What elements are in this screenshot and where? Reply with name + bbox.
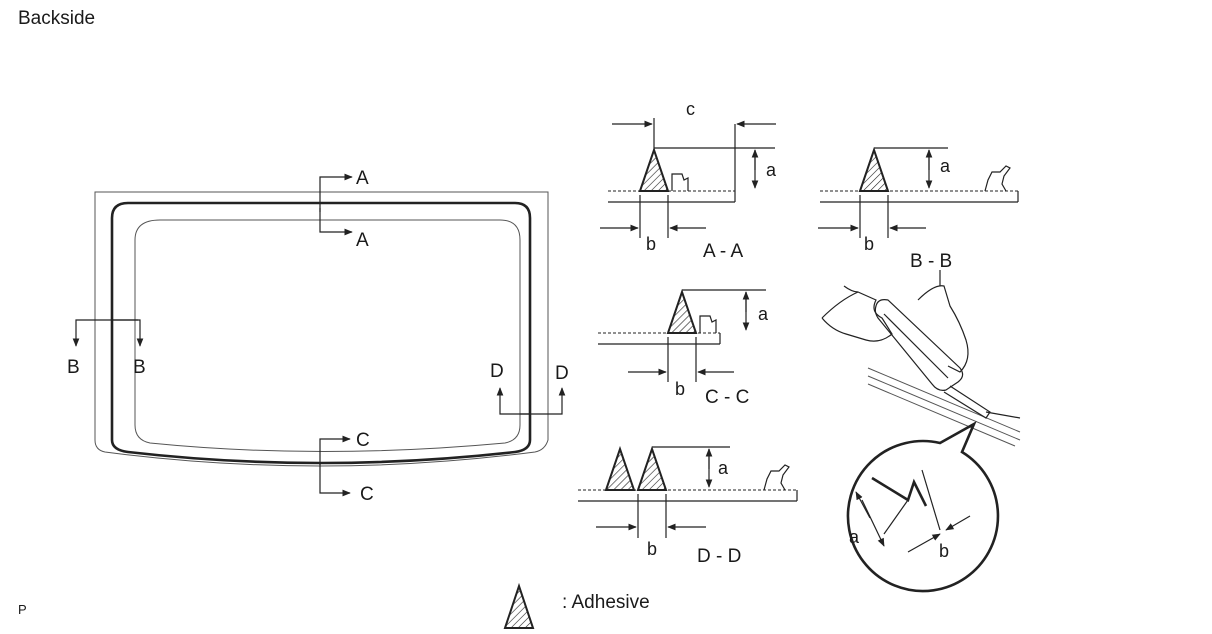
- detail-dim-b: b: [939, 541, 949, 561]
- marker-b-right: B: [133, 357, 146, 378]
- legend: [503, 582, 535, 629]
- legend-label: : Adhesive: [562, 592, 650, 613]
- adhesive-gun-illustration: [821, 270, 1021, 447]
- section-marker-a: A A: [319, 168, 369, 251]
- title-aa: A - A: [703, 241, 743, 262]
- dim-b-bb: b: [864, 234, 874, 254]
- dim-a-aa: a: [766, 160, 777, 180]
- adhesive-bead-icon: [503, 582, 535, 629]
- title-dd: D - D: [697, 546, 741, 567]
- dim-b-aa: b: [646, 234, 656, 254]
- page-title: Backside: [18, 8, 96, 29]
- adhesive-bead-bb: [858, 146, 890, 192]
- title-bb: B - B: [910, 251, 952, 272]
- adhesive-bead-dd-2: [636, 445, 668, 491]
- nozzle-detail-callout: a b: [846, 421, 1000, 593]
- marker-c-bottom: C: [360, 484, 374, 505]
- dim-c-aa: c: [686, 99, 695, 119]
- back-glass-outline: [94, 191, 549, 467]
- dim-a-cc: a: [758, 304, 769, 324]
- marker-c-top: C: [356, 430, 370, 451]
- section-cc: a b C - C: [598, 288, 769, 408]
- section-marker-d: D D: [490, 361, 569, 415]
- marker-d-right: D: [555, 363, 569, 384]
- dim-a-dd: a: [718, 458, 729, 478]
- corner-code: P: [18, 602, 27, 617]
- dim-a-bb: a: [940, 156, 951, 176]
- section-marker-c: C C: [319, 430, 374, 505]
- marker-a-top: A: [356, 168, 369, 189]
- section-marker-b: B B: [67, 319, 146, 378]
- section-aa: c a b A - A: [600, 99, 777, 262]
- section-dd: a b D - D: [578, 445, 798, 567]
- marker-a-bottom: A: [356, 230, 369, 251]
- adhesive-bead-aa: [638, 146, 670, 192]
- adhesive-bead-cc: [666, 288, 698, 334]
- marker-d-left: D: [490, 361, 504, 382]
- dim-b-cc: b: [675, 379, 685, 399]
- dim-b-dd: b: [647, 539, 657, 559]
- title-cc: C - C: [705, 387, 749, 408]
- section-bb: a b B - B: [818, 146, 1019, 272]
- detail-dim-a: a: [849, 527, 860, 547]
- adhesive-bead-dd-1: [604, 445, 636, 491]
- marker-b-left: B: [67, 357, 80, 378]
